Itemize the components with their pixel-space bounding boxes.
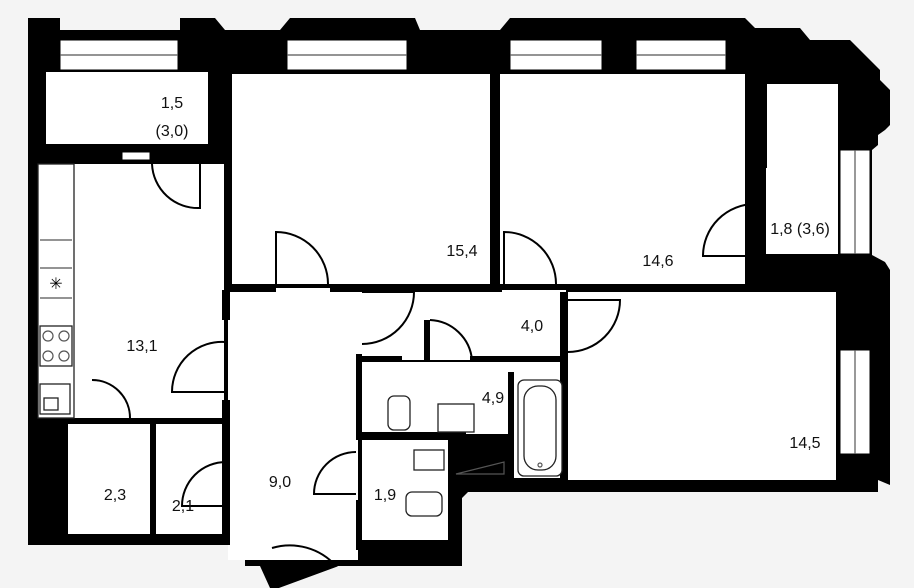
toilet-icon: [387, 395, 411, 431]
windows: [59, 39, 871, 455]
fan-icon: ✳: [49, 274, 62, 293]
room-area-label: 4,9: [482, 390, 504, 407]
loggia-top-floor: [46, 72, 208, 144]
door-swing-icon: [361, 291, 416, 345]
room-area-label: 1,8 (3,6): [770, 221, 830, 238]
door-swing-icon: [91, 379, 131, 419]
kitchen-counter: ✳: [37, 163, 75, 419]
room-area-label: 13,1: [126, 338, 157, 355]
door-swing-icon: [271, 544, 338, 588]
door-swing-icon: [180, 461, 227, 507]
room-labels: 1,5 (3,0) 15,4 14,6 1,8 (3,6) 13,1 4,0 4…: [104, 95, 830, 515]
interior-walls: [28, 64, 876, 550]
toilet-icon: [405, 491, 443, 517]
door-swing-icon: [701, 203, 756, 257]
room-area-label: (3,0): [156, 123, 189, 140]
door-swing-icon: [312, 451, 357, 495]
door-swing-icon: [429, 319, 473, 361]
storage-1-floor: [68, 424, 150, 534]
loggia-right-floor: [766, 84, 838, 254]
door-swing-icon: [503, 230, 557, 285]
washbasin-icon: [437, 403, 475, 433]
room-area-label: 15,4: [446, 243, 477, 260]
stove-icon: [39, 325, 73, 367]
room-area-label: 1,9: [374, 487, 396, 504]
washbasin-icon: [413, 449, 445, 471]
doors: [91, 163, 756, 588]
room-area-label: 2,1: [172, 498, 194, 515]
room-area-label: 14,5: [789, 435, 820, 452]
bedroom-2-floor: [500, 74, 745, 284]
room-area-label: 14,6: [642, 253, 673, 270]
room-area-label: 2,3: [104, 487, 126, 504]
door-swing-icon: [170, 340, 227, 393]
room-area-label: 1,5: [161, 95, 183, 112]
hall-lower-floor: [228, 420, 358, 560]
room-area-label: 4,0: [521, 318, 543, 335]
door-swing-icon: [275, 230, 329, 285]
door-swing-icon: [151, 163, 201, 210]
room-area-label: 9,0: [269, 474, 291, 491]
door-swing-icon: [566, 299, 622, 353]
bedroom-3-floor: [566, 290, 836, 480]
bathroom-fixtures: [387, 379, 563, 517]
